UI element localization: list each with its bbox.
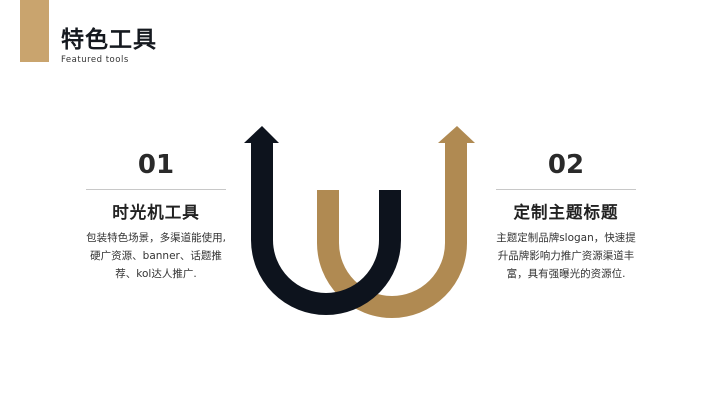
header-accent-bar — [20, 0, 49, 62]
gold-up-arrow-icon — [317, 126, 475, 318]
feature-number: 02 — [547, 150, 585, 180]
feature-number: 01 — [137, 150, 175, 180]
feature-title: 时光机工具 — [112, 203, 200, 222]
feature-description: 包装特色场景，多渠道能使用,硬广资源、banner、话题推荐、kol达人推广. — [86, 232, 226, 280]
feature-item-2: 02 定制主题标题 主题定制品牌slogan，快速提升品牌影响力推广资源渠道丰富… — [496, 150, 636, 283]
divider — [496, 189, 636, 190]
feature-title: 定制主题标题 — [513, 203, 619, 222]
feature-description: 主题定制品牌slogan，快速提升品牌影响力推广资源渠道丰富，具有强曝光的资源位… — [496, 232, 636, 280]
page-title: 特色工具 — [61, 27, 157, 53]
feature-item-1: 01 时光机工具 包装特色场景，多渠道能使用,硬广资源、banner、话题推荐、… — [86, 150, 226, 283]
dark-up-arrow-icon — [244, 126, 401, 315]
page-subtitle: Featured tools — [61, 55, 129, 65]
divider — [86, 189, 226, 190]
